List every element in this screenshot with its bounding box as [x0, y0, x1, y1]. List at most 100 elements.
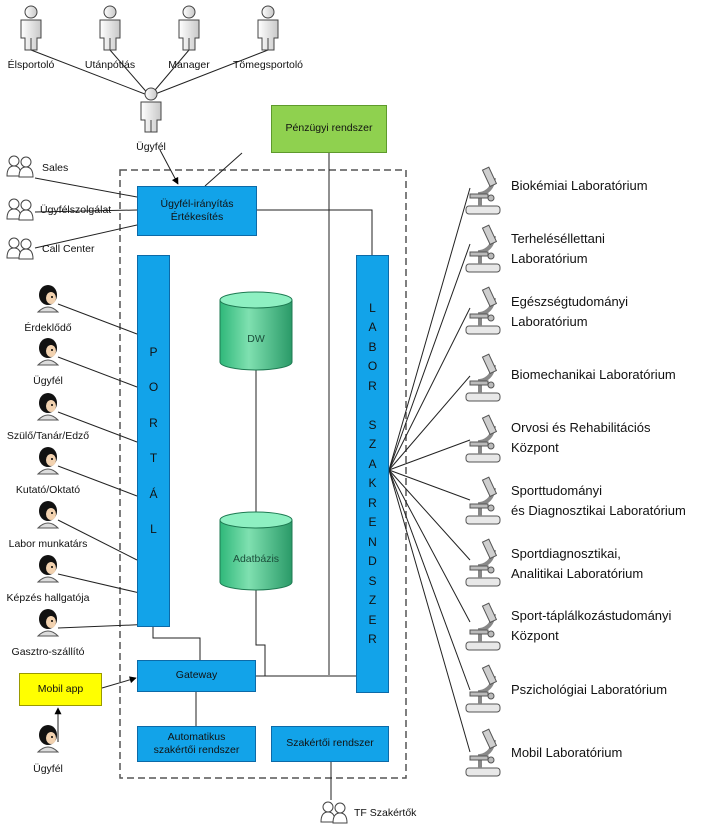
manager-person-icon	[178, 5, 200, 51]
labor-letter: E	[368, 515, 377, 530]
finance-to-mgmt-line	[204, 152, 243, 187]
microscope-icon	[465, 353, 501, 402]
portal-letter: Á	[149, 486, 158, 501]
labor-letter	[371, 398, 374, 413]
portal-letter: L	[150, 522, 157, 537]
labor-letter: Z	[368, 437, 377, 452]
mobil-app-label: Mobil app	[37, 682, 84, 695]
portal-box[interactable]: P O R T Á L	[137, 255, 170, 627]
actor-to-client-line	[149, 49, 190, 97]
portal-letter: O	[148, 380, 159, 395]
actor-to-client-line	[149, 49, 269, 97]
callcenter-group-icon	[6, 237, 34, 260]
user-to-portal-line	[57, 356, 138, 388]
gateway-box[interactable]: Gateway	[137, 660, 256, 692]
labor-letter: N	[368, 534, 377, 549]
auto-expert-system-box[interactable]: Automatikus szakértői rendszer	[137, 726, 256, 762]
microscope-icon	[465, 166, 501, 215]
lab-name-1: Biokémiai Laboratórium	[511, 178, 648, 193]
microscope-icon	[465, 476, 501, 525]
mgmt-to-labor-line	[257, 209, 373, 255]
adatbazis-database-icon	[219, 511, 293, 591]
db-to-gateway-line	[255, 590, 266, 676]
mobil-user-label: Ügyfél	[33, 763, 63, 775]
labor-letter: B	[368, 339, 377, 354]
finance-system-box[interactable]: Pénzügyi rendszer	[271, 105, 387, 153]
labor-to-lab-line	[388, 469, 471, 623]
labor-letter: Z	[368, 593, 377, 608]
user-to-portal-line	[57, 573, 138, 593]
mobil-app-box[interactable]: Mobil app	[19, 673, 102, 706]
user-label-ugyfel: Ügyfél	[33, 375, 63, 387]
mobil-user-head-icon	[36, 725, 60, 753]
gateway-label: Gateway	[175, 669, 218, 682]
finance-system-label: Pénzügyi rendszer	[285, 122, 373, 135]
labor-to-lab-line	[388, 469, 471, 753]
labor-to-lab-line	[388, 469, 471, 501]
client-management-line2: Értékesítés	[170, 211, 224, 223]
expert-system-box[interactable]: Szakértői rendszer	[271, 726, 389, 762]
actor-to-client-line	[109, 49, 151, 97]
user-label-kutato: Kutató/Oktató	[15, 484, 81, 496]
adatbazis-label: Adatbázis	[232, 553, 280, 565]
lab-name-7: Sportdiagnosztikai,Analitikai Laboratóri…	[511, 546, 644, 581]
labor-letter: A	[368, 320, 377, 335]
labor-letter: S	[368, 573, 377, 588]
group-label-callcenter: Call Center	[42, 243, 95, 255]
client-management-box[interactable]: Ügyfél-irányítás Értékesítés	[137, 186, 257, 236]
user-label-labor-munkatars: Labor munkatárs	[8, 538, 88, 550]
portal-letter: T	[149, 451, 158, 466]
labor-to-lab-line	[388, 187, 471, 471]
expert-system-label: Szakértői rendszer	[286, 737, 374, 750]
microscope-icon	[465, 286, 501, 335]
microscope-icon	[465, 414, 501, 463]
sales-group-icon	[6, 155, 34, 178]
group-label-sales: Sales	[42, 162, 69, 174]
service-to-mgmt-line	[34, 209, 138, 213]
portal-to-gateway-line	[152, 627, 201, 660]
auto-expert-line2: szakértői rendszer	[153, 744, 240, 756]
microscope-icon	[465, 728, 501, 777]
user-label-kepzes: Képzés hallgatója	[6, 592, 90, 604]
user-head-icon	[36, 501, 60, 529]
labor-to-lab-line	[388, 439, 471, 471]
user-to-portal-line	[57, 624, 138, 629]
labor-to-lab-line	[388, 469, 471, 691]
labor-system-box[interactable]: L A B O R S Z A K R E N D S Z E R	[356, 255, 389, 693]
labor-letter: R	[368, 378, 377, 393]
user-to-portal-line	[57, 303, 138, 335]
actor-label-elsportolo: Élsportoló	[7, 59, 55, 71]
client-person-icon	[140, 87, 162, 133]
portal-letter: R	[149, 415, 158, 430]
user-head-icon	[36, 609, 60, 637]
utanpotlas-person-icon	[99, 5, 121, 51]
user-label-erdeklodo: Érdeklődő	[24, 322, 72, 334]
mobil-to-gateway-line	[101, 676, 137, 689]
microscope-icon	[465, 664, 501, 713]
connector-lines	[30, 49, 471, 800]
labor-letter: A	[368, 456, 377, 471]
user-to-portal-line	[57, 519, 138, 561]
user-head-icon	[36, 393, 60, 421]
actor-label-utanpotlas: Utánpótlás	[84, 59, 136, 71]
tomegsportolo-person-icon	[257, 5, 279, 51]
labor-letter: D	[368, 554, 377, 569]
labor-letter: S	[368, 417, 377, 432]
microscope-icon	[465, 538, 501, 587]
user-to-portal-line	[57, 465, 138, 497]
labor-letter: L	[369, 300, 376, 315]
user-to-portal-line	[57, 411, 138, 443]
system-boundary	[119, 169, 407, 779]
user-head-icon	[36, 285, 60, 313]
auto-expert-line1: Automatikus	[167, 730, 226, 743]
labor-letter: K	[368, 476, 377, 491]
tf-experts-group-icon	[320, 801, 348, 824]
labor-to-lab-line	[388, 243, 471, 471]
lab-name-4: Biomechanikai Laboratórium	[511, 367, 676, 382]
microscope-icon	[465, 602, 501, 651]
tf-experts-label: TF Szakértők	[354, 807, 417, 819]
